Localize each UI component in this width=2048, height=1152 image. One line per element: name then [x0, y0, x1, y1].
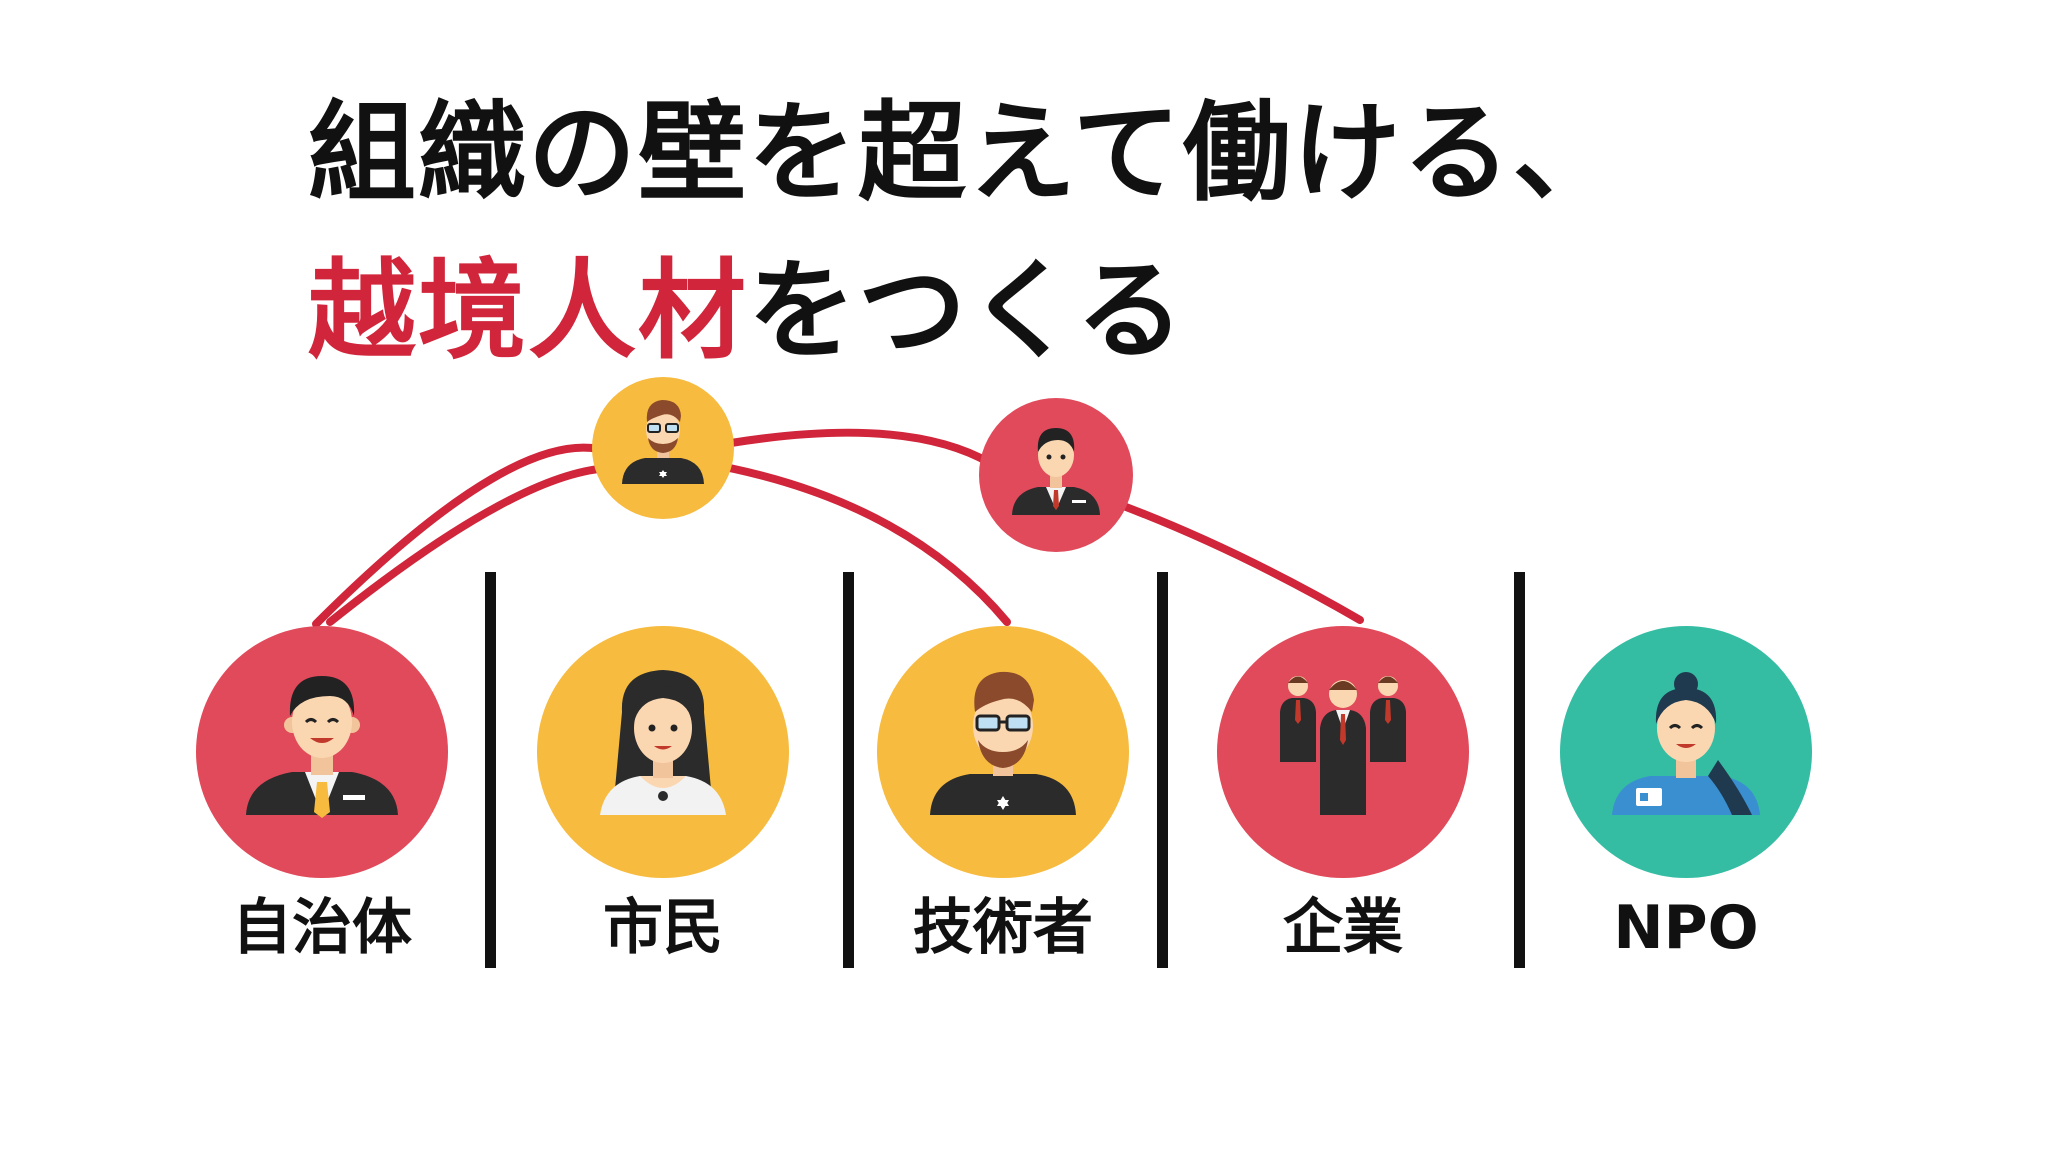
business-team-icon	[1217, 626, 1469, 878]
group-label-npo: NPO	[1613, 893, 1759, 963]
dividers	[485, 572, 1525, 968]
headline-line-2: 越境人材をつくる	[308, 258, 1186, 366]
citizen-woman-avatar-icon	[537, 626, 789, 878]
engineer-bridge-person-icon	[592, 377, 734, 519]
group-label-government: 自治体	[232, 893, 412, 963]
government-official-avatar-icon	[196, 626, 448, 878]
divider-1	[485, 572, 496, 968]
npo-staff-avatar-icon	[1560, 626, 1812, 878]
group-label-citizen: 市民	[603, 893, 723, 963]
headline-rest: をつくる	[748, 249, 1186, 374]
headline-line-1: 組織の壁を超えて働ける、	[308, 91, 1623, 216]
divider-4	[1514, 572, 1525, 968]
group-label-company: 企業	[1283, 893, 1403, 963]
divider-3	[1157, 572, 1168, 968]
group-label-engineer: 技術者	[913, 893, 1093, 963]
businessman-bridge-person-icon	[979, 398, 1133, 552]
engineer-avatar-icon	[877, 626, 1129, 878]
headline-accent: 越境人材	[308, 249, 749, 374]
arc-government-to-company	[326, 428, 1364, 626]
divider-2	[843, 572, 854, 968]
connection-arcs	[312, 428, 1364, 628]
